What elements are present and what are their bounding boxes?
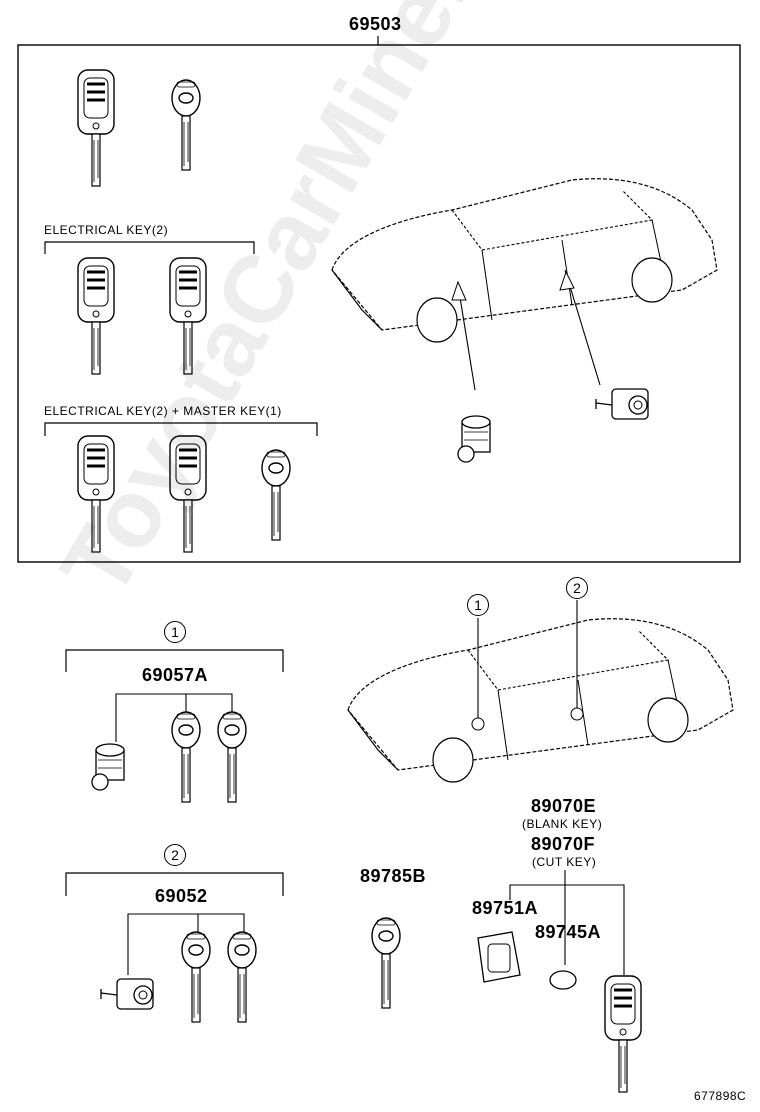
part-number-69503: 69503: [349, 14, 402, 34]
remote-key-icon: [76, 68, 116, 188]
part-number-89751a: 89751A: [472, 898, 539, 918]
label-electrical-key: ELECTRICAL KEY(2): [44, 223, 169, 237]
remote-key-icon: [168, 434, 208, 554]
battery-icon: [549, 970, 577, 990]
label-electrical-master-key: ELECTRICAL KEY(2) + MASTER KEY(1): [44, 404, 282, 418]
note-blank-key: (BLANK KEY): [522, 817, 603, 831]
remote-key-icon: [168, 256, 208, 376]
ignition-cylinder-icon: [457, 415, 491, 463]
top-box-frame: [17, 44, 741, 563]
part-number-89070e: 89070E: [531, 796, 597, 816]
car-illustration-top: [331, 178, 718, 343]
part-number-69057a: 69057A: [142, 665, 209, 685]
diagram-code: 677898C: [694, 1089, 747, 1103]
bracket-group-1: [65, 649, 284, 672]
part-number-69052: 69052: [155, 886, 208, 906]
part-number-89070f: 89070F: [531, 834, 596, 854]
master-key-icon: [171, 79, 201, 171]
callout-circle-2: 2: [164, 844, 186, 866]
car-illustration-bottom: [347, 618, 734, 783]
remote-key-icon: [603, 974, 643, 1094]
master-key-icon: [261, 449, 291, 541]
master-key-icon: [217, 711, 247, 803]
car-callout-1: 1: [467, 594, 489, 616]
bracket-electrical-master: [44, 422, 318, 436]
car-callout-2: 2: [566, 577, 588, 599]
remote-key-icon: [76, 256, 116, 376]
ignition-cylinder-icon: [91, 743, 125, 791]
callout-circle-1: 1: [164, 621, 186, 643]
key-cover-icon: [477, 931, 521, 983]
master-key-icon: [227, 931, 257, 1023]
master-key-icon: [171, 711, 201, 803]
master-key-icon: [181, 931, 211, 1023]
master-key-icon: [371, 917, 401, 1009]
part-number-89785b: 89785B: [360, 866, 427, 886]
note-cut-key: (CUT KEY): [532, 855, 597, 869]
bracket-group-2: [65, 872, 284, 896]
door-lock-cylinder-icon: [100, 978, 154, 1010]
remote-key-icon: [76, 434, 116, 554]
part-number-89745a: 89745A: [535, 922, 602, 942]
bracket-electrical-key: [44, 241, 255, 254]
door-lock-cylinder-icon: [595, 388, 649, 420]
